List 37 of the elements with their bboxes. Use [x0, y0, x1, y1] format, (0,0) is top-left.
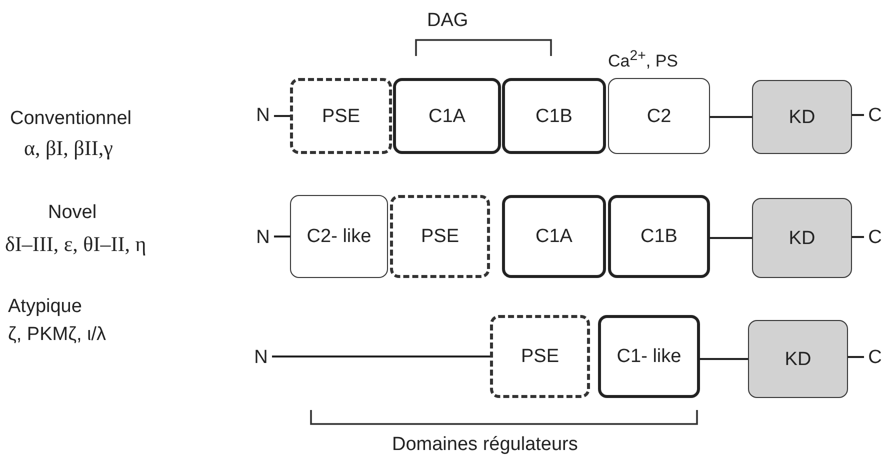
class-label: Conventionnel: [10, 108, 132, 130]
ligand-label: Ca$^{2+}$, PS: [608, 48, 678, 72]
class-label: Atypique: [8, 296, 82, 318]
linker-line: [700, 358, 748, 360]
isoform-list: α, βI, βII,γ: [24, 136, 113, 161]
terminus-label: C: [864, 100, 886, 130]
terminus-label: C: [864, 342, 886, 372]
domain-box: C1A: [393, 78, 501, 154]
linker-line: [852, 236, 864, 238]
kinase-domain-box: KD: [752, 198, 852, 278]
terminus-label: N: [252, 100, 274, 130]
linker-line: [848, 356, 864, 358]
linker-line: [710, 116, 752, 118]
domain-box: C1A: [502, 195, 606, 278]
domain-box: C1B: [502, 78, 606, 154]
linker-line: [710, 237, 752, 239]
isoform-list: δI–III, ε, θI–II, η: [5, 232, 146, 257]
terminus-label: C: [864, 222, 886, 252]
domain-box: PSE: [290, 78, 392, 154]
domain-box: C1B: [608, 195, 710, 278]
domain-box: C2- like: [290, 195, 388, 278]
kinase-domain-box: KD: [748, 320, 848, 398]
ligand-label: DAG: [427, 10, 468, 32]
kinase-domain-box: KD: [752, 80, 852, 154]
class-label: Novel: [48, 202, 97, 224]
domain-box: C2: [608, 78, 710, 154]
domain-box: PSE: [390, 195, 490, 278]
isoform-list: ζ, PKMζ, ι/λ: [8, 324, 106, 346]
linker-line: [274, 236, 290, 238]
linker-line: [272, 356, 490, 358]
domain-box: C1- like: [598, 315, 700, 398]
linker-line: [274, 115, 290, 117]
linker-line: [852, 114, 864, 116]
bracket-label: Domaines régulateurs: [392, 434, 578, 456]
terminus-label: N: [252, 222, 274, 252]
domain-box: PSE: [490, 315, 590, 398]
terminus-label: N: [250, 342, 272, 372]
